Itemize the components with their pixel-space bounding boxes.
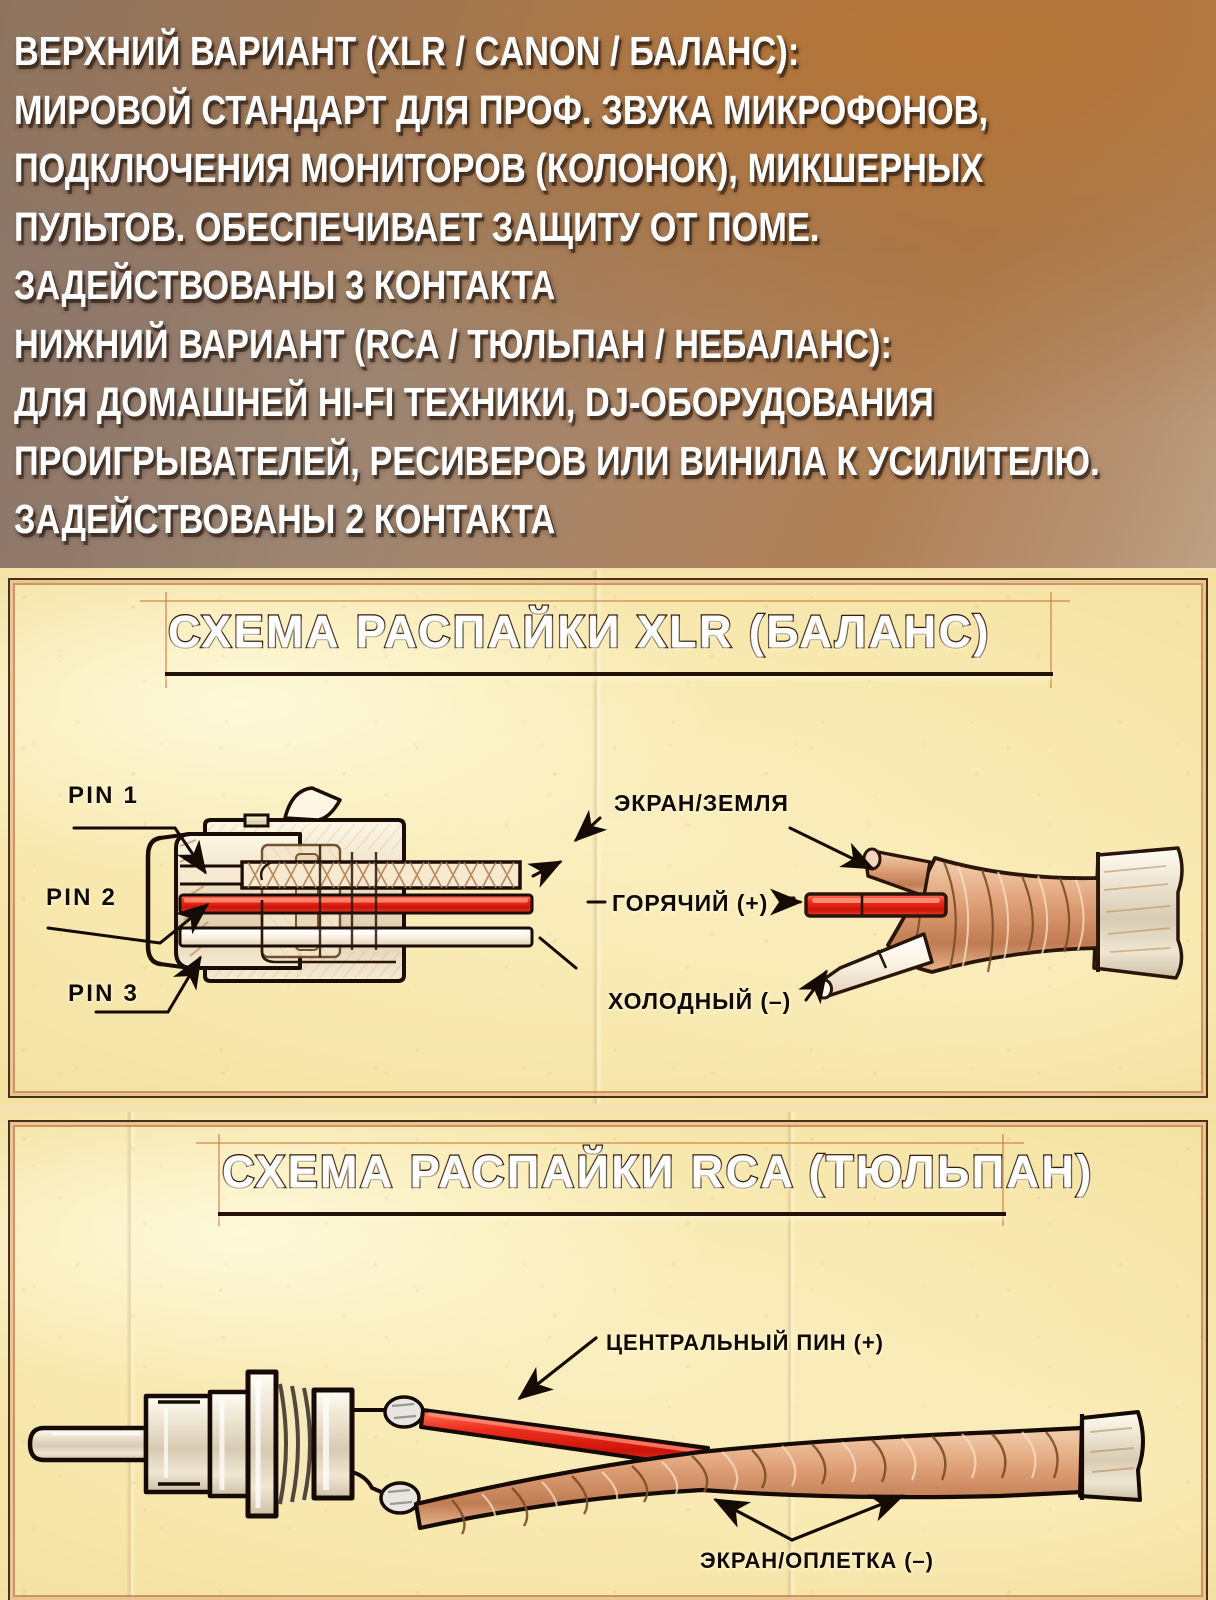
banner-line-8: ПРОИГРЫВАТЕЛЕЙ, РЕСИВЕРОВ ИЛИ ВИНИЛА К У… (14, 437, 1100, 484)
xlr-title-underline (165, 672, 1053, 676)
banner-line-6: НИЖНИЙ ВАРИАНТ (RCA / ТЮЛЬПАН / НЕБАЛАНС… (14, 320, 892, 367)
banner-line-9: ЗАДЕЙСТВОВАНЫ 2 КОНТАКТА (14, 496, 556, 542)
xlr-panel-title: СХЕМА РАСПАЙКИ XLR (БАЛАНС) (167, 605, 991, 659)
banner-line-4: ПУЛЬТОВ. ОБЕСПЕЧИВАЕТ ЗАЩИТУ ОТ ПОМЕ. (14, 203, 820, 250)
label-hot: ГОРЯЧИЙ (+) (612, 890, 769, 916)
rca-panel-title: СХЕМА РАСПАЙКИ RCA (ТЮЛЬПАН) (221, 1145, 1094, 1199)
banner-line-3: ПОДКЛЮЧЕНИЯ МОНИТОРОВ (КОЛОНОК), МИКШЕРН… (14, 145, 984, 191)
label-pin-1: PIN 1 (68, 782, 140, 809)
rca-connector-drawing (27, 1369, 425, 1519)
banner-line-1: ВЕРХНИЙ ВАРИАНТ (XLR / CANON / БАЛАНС): (14, 28, 800, 74)
rca-panel-paper (0, 1112, 1216, 1600)
banner-text-block: ВЕРХНИЙ ВАРИАНТ (XLR / CANON / БАЛАНС): … (14, 22, 1210, 549)
xlr-leader-lines (46, 809, 875, 1014)
banner-line-5: ЗАДЕЙСТВОВАНЫ 3 КОНТАКТА (14, 262, 556, 308)
xlr-connector-drawing (145, 786, 534, 983)
label-shield-earth: ЭКРАН/ЗЕМЛЯ (614, 790, 789, 816)
label-pin-2: PIN 2 (46, 884, 118, 911)
rca-braid-shield (413, 1410, 1145, 1535)
banner-line-7: ДЛЯ ДОМАШНЕЙ HI-FI ТЕХНИКИ, DJ-ОБОРУДОВА… (14, 379, 934, 425)
xlr-cable-drawing (804, 846, 1184, 1000)
label-shield-braid: ЭКРАН/ОПЛЕТКА (–) (700, 1548, 934, 1573)
label-center-pin: ЦЕНТРАЛЬНЫЙ ПИН (+) (606, 1330, 884, 1355)
rca-title-underline (218, 1212, 1006, 1216)
label-cold: ХОЛОДНЫЙ (–) (608, 988, 792, 1014)
banner-line-2: МИРОВОЙ СТАНДАРТ ДЛЯ ПРОФ. ЗВУКА МИКРОФО… (14, 86, 989, 133)
rca-leader-lines (517, 1336, 905, 1542)
label-pin-3: PIN 3 (68, 980, 140, 1007)
description-banner: ВЕРХНИЙ ВАРИАНТ (XLR / CANON / БАЛАНС): … (0, 0, 1216, 568)
